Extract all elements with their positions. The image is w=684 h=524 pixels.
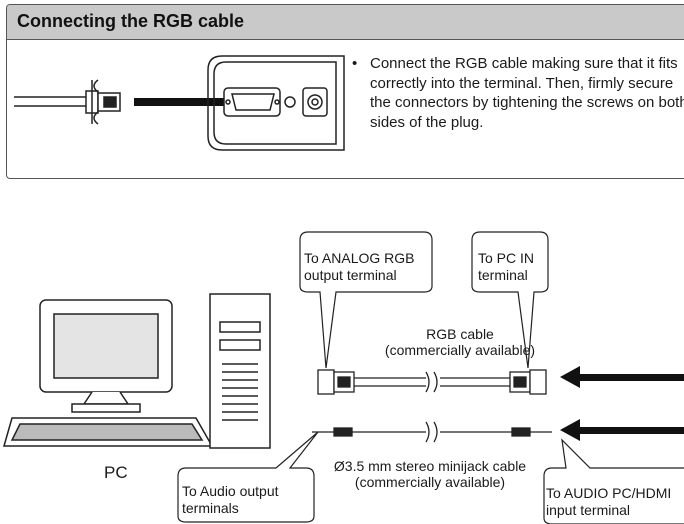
instruction-box: Connecting the RGB cable [6,4,684,179]
callout-audio-output-bubble [177,431,319,523]
callout-pc-in-bubble [471,231,549,369]
pc-label: PC [104,463,128,482]
rgb-cable [317,369,547,395]
callout-analog-rgb-line1: To ANALOG RGB [304,250,415,266]
section-header: Connecting the RGB cable [7,5,684,40]
audio-direction-arrow [560,419,684,441]
callout-analog-rgb-line2: output terminal [304,267,397,283]
keyboard-icon [3,417,214,447]
callout-pc-in-line1: To PC IN [478,250,535,266]
audio-cable [312,421,552,443]
rgb-cable-note: (commercially available) [384,342,536,358]
pc-monitor-icon [39,299,173,413]
rgb-direction-arrow [560,366,684,388]
callout-audio-input-line1: To AUDIO PC/HDMI [546,485,672,501]
callout-audio-input-bubble [543,438,684,524]
stereo-cable-label: Ø3.5 mm stereo minijack cable [333,458,527,474]
callout-audio-output-line2: terminals [182,500,239,516]
callout-audio-input-line2: input terminal [546,502,631,518]
stereo-cable-note: (commercially available) [354,474,506,490]
monitor-terminal-illustration [207,55,345,151]
callout-audio-output-line1: To Audio output [182,483,279,499]
callout-analog-rgb-bubble [299,231,433,369]
section-title: Connecting the RGB cable [17,11,245,31]
cable-connector-illustration [14,79,121,125]
callout-pc-in-line2: terminal [478,267,528,283]
rgb-cable-label: RGB cable [426,326,494,342]
bullet-icon: • [352,55,358,72]
pc-tower-icon [209,293,271,449]
instruction-text: Connect the RGB cable making sure that i… [370,55,684,131]
